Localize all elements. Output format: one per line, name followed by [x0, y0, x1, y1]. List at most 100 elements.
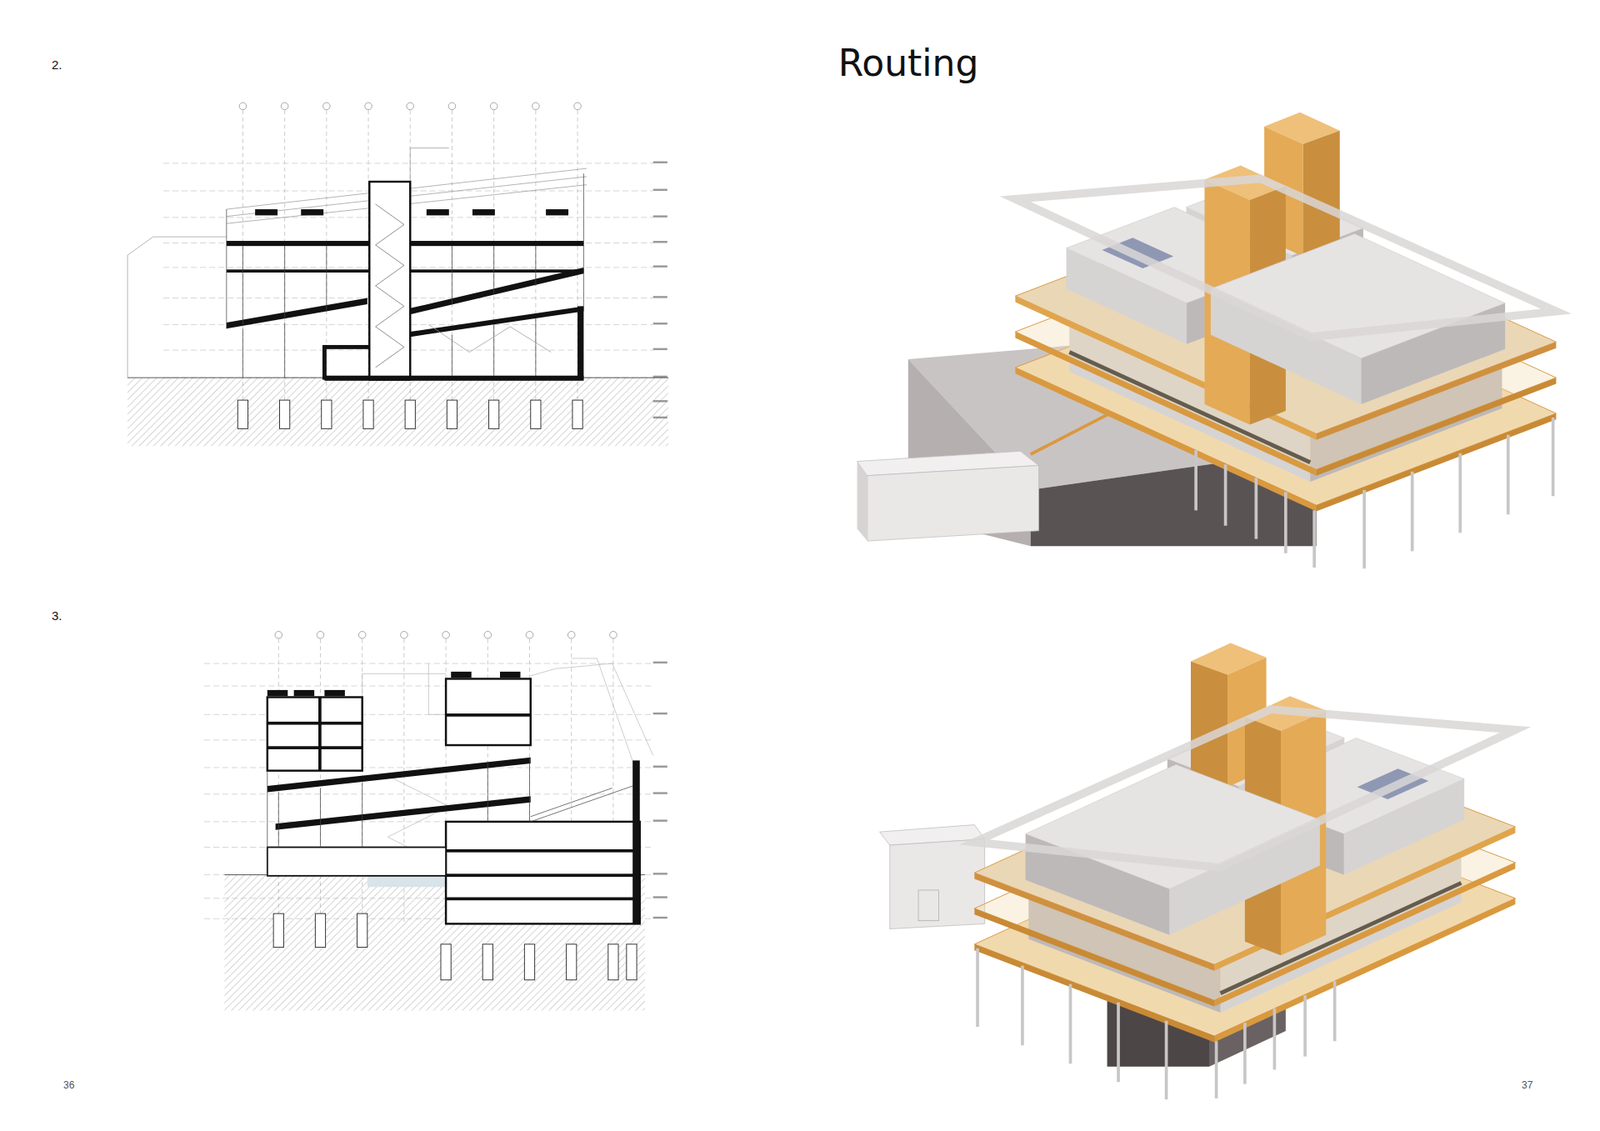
- section-drawing: [484, 630, 492, 639]
- section-drawing: [653, 765, 668, 768]
- section-drawing: [445, 713, 531, 717]
- section-drawing: [451, 245, 453, 305]
- section-drawing: [266, 770, 268, 876]
- section-drawing: [472, 209, 495, 215]
- axonometric-model: [880, 643, 1516, 1100]
- section-drawing: [275, 630, 283, 639]
- section-drawing: [524, 944, 535, 980]
- section-drawing: [225, 209, 227, 329]
- section-drawing: [653, 265, 668, 267]
- section-drawing: [571, 658, 639, 776]
- section-drawing: [653, 295, 668, 298]
- section-drawing: [410, 147, 450, 149]
- section-drawing: [487, 761, 489, 822]
- section-drawing: [280, 400, 290, 429]
- section-drawing: [530, 787, 613, 816]
- section-drawing: [653, 215, 668, 217]
- section-drawing: [653, 189, 668, 191]
- section-drawing: [267, 757, 633, 876]
- section-drawing: [567, 630, 575, 639]
- section-drawing: [653, 895, 668, 898]
- section-drawing: [583, 173, 585, 306]
- axonometric-model: [918, 890, 939, 921]
- axonometric-model: [857, 461, 868, 542]
- section-drawing: [226, 209, 585, 381]
- section-drawing: [226, 173, 585, 378]
- section-drawing: [242, 328, 244, 378]
- section-drawing: [653, 240, 668, 243]
- section-drawing: [445, 678, 531, 745]
- section-drawing: [400, 630, 409, 639]
- section-drawing: [267, 721, 363, 725]
- section-drawing: [267, 745, 363, 750]
- section-drawing: [324, 375, 584, 381]
- section-drawing: [653, 661, 668, 664]
- section-drawing: [608, 944, 619, 980]
- section-drawing: [500, 671, 520, 678]
- section-drawing: [566, 944, 577, 980]
- section-drawing: [489, 400, 500, 429]
- section-drawing: [278, 791, 280, 847]
- figure-number: 2.: [51, 58, 63, 73]
- section-drawing: [127, 377, 669, 446]
- section-drawing: [316, 630, 325, 639]
- section-drawing: [163, 162, 654, 164]
- section-drawing: [410, 305, 584, 337]
- section-drawing: [529, 757, 530, 822]
- section-drawing: [267, 690, 288, 696]
- figure-number: 3.: [51, 609, 63, 624]
- section-drawing: [375, 204, 405, 368]
- section-drawing: [324, 690, 345, 696]
- section-drawing: [322, 345, 327, 380]
- section-drawing: [572, 400, 583, 429]
- section-drawing: [653, 161, 668, 164]
- section-drawing: [446, 400, 457, 429]
- section-drawing: [237, 400, 583, 429]
- section-drawing: [410, 267, 584, 315]
- section-drawing: [493, 324, 495, 375]
- section-drawing: [226, 269, 370, 273]
- section-drawing: [239, 102, 247, 110]
- section-drawing: [532, 102, 540, 110]
- section-drawing: [410, 240, 584, 246]
- section-drawing: [405, 400, 415, 429]
- section-drawing: [320, 787, 321, 847]
- section-drawing: [284, 245, 285, 319]
- section-drawing: [321, 400, 332, 429]
- section-drawing: [610, 630, 618, 639]
- section-drawing: [410, 269, 584, 273]
- section-drawing: [545, 209, 569, 215]
- section-drawing: [239, 102, 581, 110]
- section-drawing: [284, 322, 285, 378]
- section-drawing: [325, 245, 327, 311]
- section-drawing: [365, 102, 373, 110]
- section-drawing: [428, 324, 551, 352]
- section-drawing: [535, 245, 536, 286]
- section-drawing: [267, 671, 640, 925]
- page-title: Routing: [838, 43, 980, 84]
- section-drawing: [300, 209, 324, 215]
- section-drawing: [426, 209, 450, 215]
- section-drawing: [273, 913, 284, 947]
- section-drawing: [237, 400, 248, 429]
- section-drawing: [315, 913, 325, 947]
- section-drawing: [445, 873, 640, 877]
- section-drawing: [530, 785, 633, 822]
- section-drawing: [653, 661, 668, 920]
- section-drawing: [280, 102, 289, 110]
- section-drawing: [294, 690, 315, 696]
- section-drawing: [653, 916, 668, 919]
- axonometric-model: [1015, 112, 1556, 569]
- section-drawing: [275, 630, 617, 639]
- section-drawing: [626, 944, 637, 980]
- section-drawing: [267, 696, 363, 770]
- page-number: 37: [1521, 1080, 1533, 1091]
- section-drawing: [358, 630, 366, 639]
- section-drawing: [363, 400, 374, 429]
- section-drawing: [226, 240, 370, 246]
- axonometric-model: [867, 465, 1040, 541]
- section-drawing: [448, 102, 456, 110]
- section-drawing: [440, 944, 451, 980]
- section-drawing: [632, 760, 640, 924]
- section-drawing: [493, 245, 495, 295]
